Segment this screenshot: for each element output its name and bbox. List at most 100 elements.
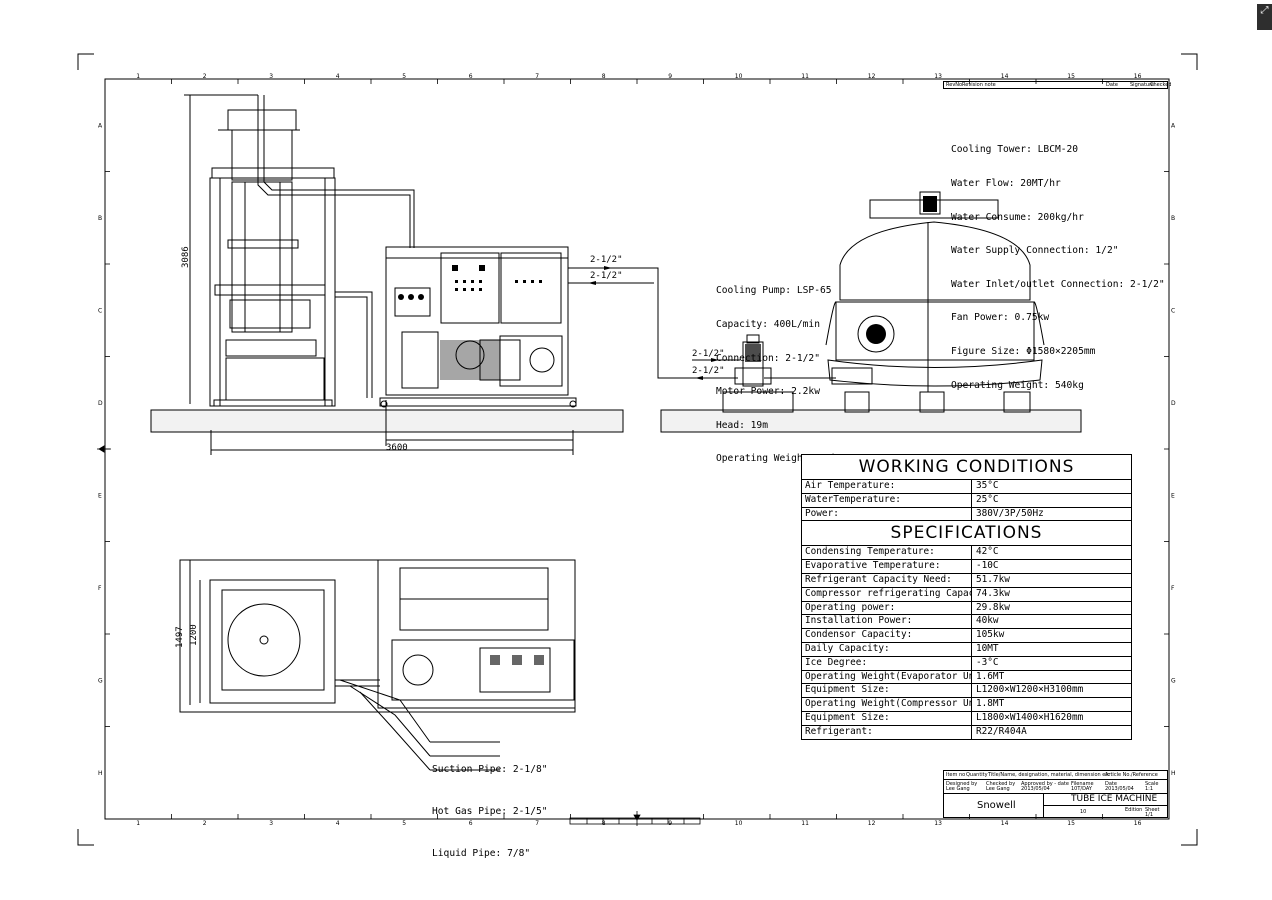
- table-row: WaterTemperature:25°C: [802, 493, 1131, 508]
- grid-labels: 1122334455667788991010111112121313141415…: [98, 73, 1176, 827]
- grid-column-label: 9: [668, 820, 672, 827]
- grid-row-label: F: [98, 585, 102, 592]
- grid-column-label: 10: [735, 73, 743, 80]
- row-label: Condensing Temperature:: [802, 546, 972, 560]
- table-row: Air Temperature:35°C: [802, 480, 1131, 494]
- grid-column-label: 4: [336, 820, 340, 827]
- tb-designer: Lee Gang: [946, 786, 970, 792]
- dim-pipe-1: 2-1/2": [590, 255, 623, 265]
- row-value: 10MT: [976, 642, 999, 654]
- tower-fan-grill: [745, 196, 937, 362]
- grid-column-label: 6: [469, 73, 473, 80]
- crop-marks: [77, 53, 1198, 846]
- tb-edition: 10: [1080, 809, 1087, 815]
- grid-row-label: G: [1171, 677, 1176, 684]
- row-label: Equipment Size:: [802, 711, 972, 725]
- tb-date-label: Date: [1105, 781, 1117, 787]
- grid-row-label: F: [1171, 585, 1175, 592]
- table-row: Daily Capacity:10MT: [802, 642, 1131, 657]
- grid-column-label: 13: [934, 73, 942, 80]
- table-row: Installation Power:40kw: [802, 615, 1131, 630]
- grid-column-label: 5: [402, 820, 406, 827]
- table-row: Operating Weight(Evaporator Unit): 1.6MT: [802, 670, 1131, 685]
- grid-row-label: A: [1171, 122, 1176, 129]
- row-label: Operating Weight(Evaporator Unit):: [802, 670, 972, 684]
- tower-spec-line: Fan Power: 0.75kw: [951, 312, 1050, 324]
- evaporator-elevation: [150, 94, 624, 455]
- expand-icon[interactable]: ⤢: [1257, 4, 1272, 30]
- row-value: 1.6MT: [976, 670, 1005, 682]
- grid-column-label: 8: [602, 73, 606, 80]
- plan-details: [490, 655, 544, 665]
- grid-column-label: 14: [1001, 820, 1009, 827]
- drawing-title: TUBE ICE MACHINE: [1071, 794, 1158, 804]
- tb-checked-by: Checked by: [986, 781, 1016, 787]
- specifications-title: SPECIFICATIONS: [802, 521, 1131, 547]
- grid-column-label: 1: [136, 73, 140, 80]
- row-value: 74.3kw: [976, 587, 1010, 599]
- row-value: 51.7kw: [976, 573, 1010, 585]
- liquid-pipe-label: Liquid Pipe: 7/8": [432, 848, 531, 859]
- grid-row-label: E: [1171, 492, 1175, 499]
- tb-item-no: Item no: [946, 772, 966, 778]
- row-value: 40kw: [976, 615, 999, 627]
- dim-pipe-2: 2-1/2": [590, 271, 623, 281]
- row-value: 380V/3P/50Hz: [976, 507, 1044, 519]
- tower-spec-line: Water Flow: 20MT/hr: [951, 178, 1061, 189]
- grid-column-label: 2: [203, 73, 207, 80]
- table-row: Refrigerant:R22/R404A: [802, 725, 1131, 739]
- title-block: Item no Quantity Title/Name, designation…: [943, 770, 1168, 818]
- tower-spec-line: Cooling Tower: LBCM-20: [951, 144, 1079, 156]
- table-row: Operating power:29.8kw: [802, 601, 1131, 616]
- grid-row-label: B: [1171, 215, 1175, 222]
- grid-column-label: 13: [934, 820, 942, 827]
- specifications-table: WORKING CONDITIONS Air Temperature:35°C …: [801, 454, 1132, 740]
- row-label: Condensor Capacity:: [802, 629, 972, 642]
- table-row: Equipment Size:L1200×W1200×H3100mm: [802, 684, 1131, 699]
- grid-row-label: H: [1171, 770, 1176, 777]
- row-value: L1800×W1400×H1620mm: [976, 711, 1084, 723]
- grid-row-label: A: [98, 122, 103, 129]
- row-label: Evaporative Temperature:: [802, 560, 972, 573]
- suction-pipe-label: Suction Pipe: 2-1/8": [432, 764, 548, 775]
- table-row: Refrigerant Capacity Need:51.7kw: [802, 573, 1131, 588]
- grid-row-label: H: [98, 770, 103, 777]
- row-value: 29.8kw: [976, 601, 1010, 613]
- row-value: L1200×W1200×H3100mm: [976, 684, 1084, 696]
- rev-note: Revision note: [962, 82, 996, 88]
- tower-spec-line: Operating Weight: 540kg: [951, 379, 1084, 391]
- tb-scale: 1:1: [1145, 786, 1154, 792]
- row-label: Operating Weight(Compressor Unit):: [802, 698, 972, 711]
- row-label: Power:: [802, 507, 972, 521]
- grid-row-label: D: [98, 400, 103, 407]
- tb-filename-label: Filename: [1071, 781, 1094, 787]
- row-value: -10C: [976, 560, 999, 572]
- grid-column-label: 15: [1067, 73, 1075, 80]
- grid-column-label: 16: [1134, 820, 1142, 827]
- tb-article: Article No./Reference: [1105, 772, 1158, 778]
- grid-column-label: 8: [602, 820, 606, 827]
- row-label: WaterTemperature:: [802, 493, 972, 507]
- table-row: Power: 380V/3P/50Hz: [802, 507, 1131, 522]
- tower-spec-line: Figure Size: Φ1580×2205mm: [951, 345, 1096, 357]
- pump-spec-line: Cooling Pump: LSP-65: [716, 285, 832, 297]
- table-row: Compressor refrigerating Capacity:74.3kw: [802, 587, 1131, 602]
- hot-gas-pipe-label: Hot Gas Pipe: 2-1/5": [432, 806, 548, 817]
- grid-column-label: 3: [269, 73, 273, 80]
- grid-column-label: 9: [668, 73, 672, 80]
- grid-row-label: C: [1171, 307, 1175, 314]
- cooling-tower-specs: Cooling Tower: LBCM-20 Water Flow: 20MT/…: [951, 122, 1165, 402]
- dim-width: 3600: [386, 443, 408, 453]
- rev-no: RevNo: [946, 82, 963, 88]
- grid-ticks: [105, 79, 1169, 819]
- table-row: Operating Weight(Compressor Unit):1.8MT: [802, 698, 1131, 712]
- grid-column-label: 6: [469, 820, 473, 827]
- grid-row-label: C: [98, 307, 102, 314]
- grid-column-label: 7: [535, 820, 539, 827]
- row-value: 105kw: [976, 629, 1005, 641]
- row-label: Air Temperature:: [802, 480, 972, 493]
- grid-column-label: 7: [535, 73, 539, 80]
- company-name: Snowell: [977, 800, 1016, 811]
- tb-sheet: 1/1: [1145, 812, 1154, 818]
